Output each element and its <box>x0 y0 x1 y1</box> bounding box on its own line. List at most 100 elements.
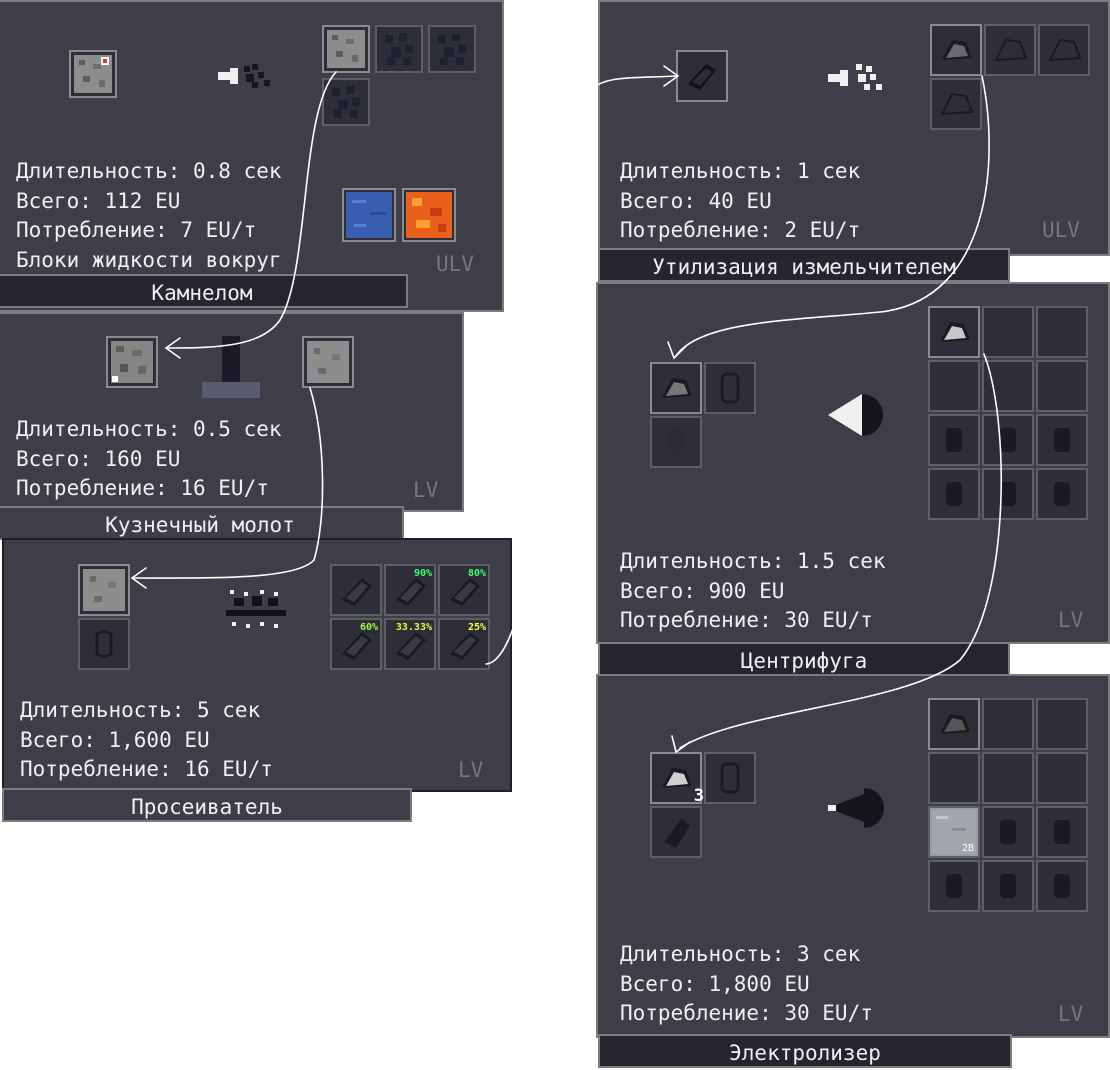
input-slot-cell[interactable] <box>704 362 756 414</box>
output-slot-4[interactable]: 60% <box>330 618 382 670</box>
usage-text: Потребление: 16 EU/т <box>20 757 273 781</box>
duration-text: Длительность: 0.5 сек <box>16 417 282 441</box>
empty-cell-icon <box>946 428 962 452</box>
output-slot-6[interactable]: 25% <box>438 618 490 670</box>
usage-text: Потребление: 2 EU/т <box>620 218 861 242</box>
catalyst-slot-lava[interactable] <box>402 188 456 242</box>
dust-icon <box>994 38 1028 62</box>
output-slot-3[interactable] <box>1038 24 1090 76</box>
duration-text: Длительность: 1 сек <box>620 159 861 183</box>
fluid-output-slot-3[interactable] <box>1036 414 1088 466</box>
fluid-output-slot-3[interactable] <box>1036 806 1088 858</box>
fluid-output-slot-4[interactable] <box>928 468 980 520</box>
forge-hammer-icon <box>202 336 260 398</box>
fluid-output-slot-1[interactable]: 2B <box>928 806 980 858</box>
fluid-output-slot-6[interactable] <box>1036 860 1088 912</box>
voltage-tier: ULV <box>1042 218 1080 242</box>
fluid-amount: 2B <box>961 843 974 854</box>
fluid-output-slot-2[interactable] <box>982 414 1034 466</box>
output-slot-2[interactable] <box>982 698 1034 750</box>
dust-icon <box>940 714 970 734</box>
input-slot-stone[interactable] <box>69 50 117 98</box>
output-slot-3[interactable] <box>1036 306 1088 358</box>
output-slot-2[interactable] <box>984 24 1036 76</box>
duration-text: Длительность: 1.5 сек <box>620 549 886 573</box>
chance-label: 90% <box>413 568 432 579</box>
centrifuge-progress-icon <box>828 394 883 436</box>
recipe-info: Длительность: 3 сек Всего: 1,800 EU Потр… <box>620 940 873 1029</box>
crushed-ore-icon <box>342 578 372 606</box>
machine-tab-forge-hammer[interactable]: Кузнечный молот <box>0 506 404 540</box>
output-slot-1[interactable] <box>928 698 980 750</box>
usage-text: Потребление: 30 EU/т <box>620 1001 873 1025</box>
fluid-output-slot-5[interactable] <box>982 468 1034 520</box>
output-slot-5[interactable] <box>982 360 1034 412</box>
stone-block-icon <box>307 341 349 383</box>
input-slot-fluid[interactable] <box>650 806 702 858</box>
stone-block-icon <box>74 55 112 93</box>
output-slot-5[interactable]: 33.33% <box>384 618 436 670</box>
output-slot-3[interactable]: 80% <box>438 564 490 616</box>
condition-text: Блоки жидкости вокруг <box>16 247 282 272</box>
crushed-ore-icon <box>342 632 372 660</box>
output-slot-3[interactable] <box>428 25 476 73</box>
output-slot-4[interactable] <box>928 360 980 412</box>
dust-icon <box>385 33 413 65</box>
dust-icon <box>332 86 360 118</box>
recipe-info: Длительность: 0.5 сек Всего: 160 EU Потр… <box>16 415 282 504</box>
input-slot-dust[interactable] <box>650 362 702 414</box>
empty-cell-icon <box>1054 482 1070 506</box>
empty-cell-icon <box>1054 820 1070 844</box>
output-slot-1[interactable] <box>330 564 382 616</box>
output-slot-4[interactable] <box>322 78 370 126</box>
input-slot-stone[interactable] <box>78 564 130 616</box>
duration-text: Длительность: 0.8 сек <box>16 159 282 183</box>
output-slot-2[interactable] <box>982 306 1034 358</box>
fluid-output-slot-6[interactable] <box>1036 468 1088 520</box>
output-slot-1[interactable] <box>930 24 982 76</box>
fluid-output-slot-4[interactable] <box>928 860 980 912</box>
input-slot-crushed-ore[interactable] <box>676 50 728 102</box>
fluid-output-slot-1[interactable] <box>928 414 980 466</box>
fluid-output-slot-5[interactable] <box>982 860 1034 912</box>
input-slot-cell[interactable] <box>704 752 756 804</box>
electrolyzer-panel: 3 2B Длительность: 3 сек Всего: 1,800 EU… <box>596 674 1110 1038</box>
empty-cell-icon <box>1000 874 1016 898</box>
output-slot-4[interactable] <box>930 78 982 130</box>
chance-label: 80% <box>467 568 486 579</box>
input-slot-empty[interactable] <box>78 618 130 670</box>
voltage-tier: LV <box>458 758 484 782</box>
input-slot-fluid[interactable] <box>650 416 702 468</box>
machine-tab-electrolyzer[interactable]: Электролизер <box>598 1034 1012 1068</box>
output-slot-stone[interactable] <box>302 336 354 388</box>
crushed-ore-icon <box>396 578 426 606</box>
machine-tab-sifter[interactable]: Просеиватель <box>2 788 412 822</box>
output-slot-5[interactable] <box>982 752 1034 804</box>
dust-icon <box>940 322 970 342</box>
stone-block-icon <box>83 569 125 611</box>
recipe-info: Длительность: 0.8 сек Всего: 112 EU Потр… <box>16 157 282 275</box>
item-count: 3 <box>693 786 704 806</box>
output-slot-3[interactable] <box>1036 698 1088 750</box>
output-slot-4[interactable] <box>928 752 980 804</box>
output-slot-1[interactable] <box>928 306 980 358</box>
fluid-output-slot-2[interactable] <box>982 806 1034 858</box>
machine-tab-centrifuge[interactable]: Центрифуга <box>598 642 1010 676</box>
total-energy-text: Всего: 160 EU <box>16 446 181 471</box>
output-slot-6[interactable] <box>1036 360 1088 412</box>
total-energy-text: Всего: 112 EU <box>16 188 181 213</box>
output-slot-2[interactable] <box>375 25 423 73</box>
empty-cell-icon <box>720 762 740 794</box>
output-slot-6[interactable] <box>1036 752 1088 804</box>
catalyst-slot-water[interactable] <box>342 188 396 242</box>
machine-tab-stone-breaker[interactable]: Камнелом <box>0 274 408 308</box>
empty-cell-icon <box>1000 482 1016 506</box>
total-energy-text: Всего: 40 EU <box>620 188 772 213</box>
input-slot-cobblestone[interactable] <box>106 336 158 388</box>
output-slot-1[interactable] <box>322 25 370 73</box>
machine-tab-scrap-macerator[interactable]: Утилизация измельчителем <box>598 248 1010 282</box>
output-slot-2[interactable]: 90% <box>384 564 436 616</box>
duration-text: Длительность: 5 сек <box>20 698 261 722</box>
empty-cell-icon <box>946 874 962 898</box>
input-slot-dust[interactable]: 3 <box>650 752 704 806</box>
